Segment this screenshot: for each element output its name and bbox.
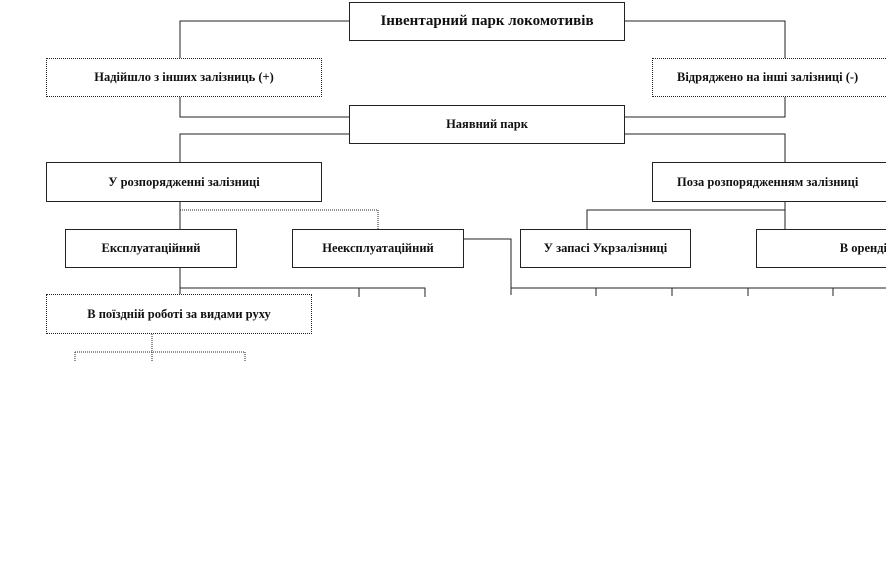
out-of-disposal-box: Поза розпорядженням залізниці	[652, 162, 886, 202]
connector-disposal-nonoperational	[180, 209, 379, 229]
connector-available-left	[179, 133, 349, 162]
connector-received-available	[179, 97, 349, 118]
connector-trainwork-branches	[74, 351, 246, 362]
connector-operational-sub	[179, 268, 426, 297]
inventory-park-box: Інвентарний парк локомотивів	[349, 2, 625, 41]
connector-sent-available	[625, 97, 786, 118]
operational-box: Експлуатаційний	[65, 229, 237, 268]
non-operational-box: Неексплуатаційний	[292, 229, 464, 268]
sent-box: Відряджено на інші залізниці (-)	[652, 58, 886, 97]
connector-title-left	[179, 20, 349, 58]
received-box: Надійшло з інших залізниць (+)	[46, 58, 322, 97]
connector-nonoperational-sub	[464, 238, 886, 296]
at-disposal-box: У розпорядженні залізниці	[46, 162, 322, 202]
connector-available-right	[625, 133, 786, 162]
lease-box: В оренді	[756, 229, 886, 268]
connector-out-reserve	[586, 202, 786, 229]
train-work-box: В поїздній роботі за видами руху	[46, 294, 312, 334]
available-park-box: Наявний парк	[349, 105, 625, 144]
connector-title-right	[625, 20, 786, 58]
reserve-box: У запасі Укрзалізниці	[520, 229, 691, 268]
